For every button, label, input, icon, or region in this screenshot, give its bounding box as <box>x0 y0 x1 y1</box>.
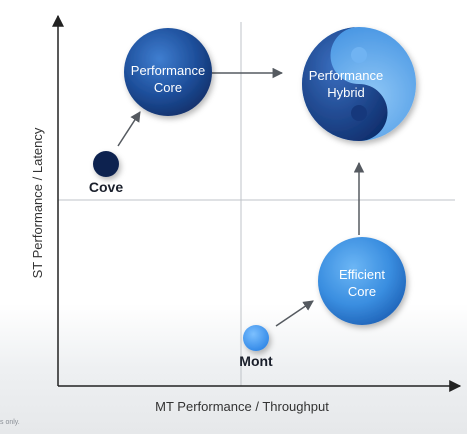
mont-dot <box>243 325 269 351</box>
footnote-text: s only. <box>0 419 20 426</box>
cove-dot <box>93 151 119 177</box>
x-axis-label: MT Performance / Throughput <box>155 399 329 414</box>
performance-hybrid-label-line1: Performance <box>309 68 383 83</box>
efficient-core-label-line1: Efficient <box>339 267 385 282</box>
mont-label: Mont <box>239 353 273 369</box>
arrow-cove-to-performance-core <box>117 111 141 147</box>
performance-hybrid-node <box>302 27 416 141</box>
performance-core-label-line1: Performance <box>131 63 205 78</box>
y-axis-label: ST Performance / Latency <box>30 127 45 278</box>
arrow-mont-to-efficient-core <box>275 300 314 327</box>
efficient-core-label-line2: Core <box>348 284 376 299</box>
efficient-core-node <box>318 237 406 325</box>
cove-label: Cove <box>89 179 123 195</box>
hybrid-light-eye <box>351 47 367 63</box>
performance-core-label-line2: Core <box>154 80 182 95</box>
performance-core-node <box>124 28 212 116</box>
performance-hybrid-label-line2: Hybrid <box>327 85 365 100</box>
hybrid-dark-eye <box>351 105 367 121</box>
